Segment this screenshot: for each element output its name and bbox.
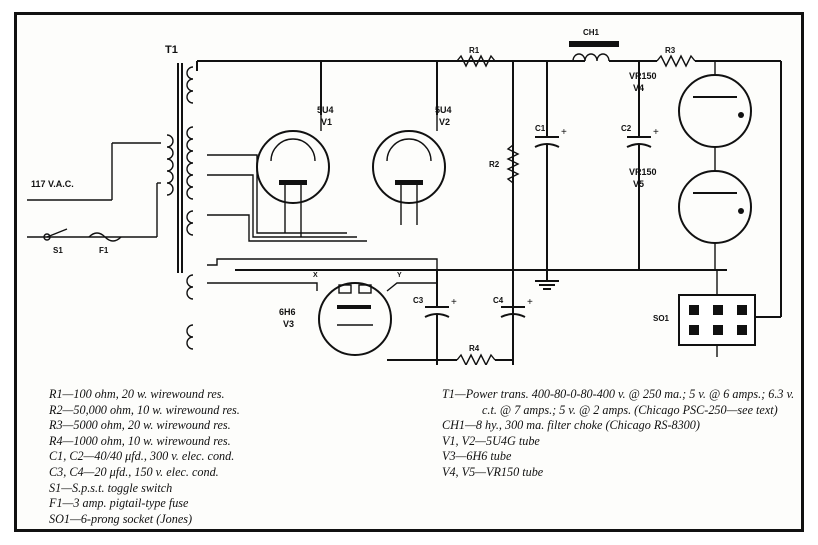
choke-ch1: CH1	[569, 28, 619, 62]
part-so1: SO1—6-prong socket (Jones)	[49, 511, 193, 526]
tube-v4: VR150 V4	[629, 61, 752, 171]
fuse-f1: F1	[88, 232, 122, 255]
svg-text:V1: V1	[321, 117, 332, 127]
svg-text:5U4: 5U4	[317, 105, 334, 115]
svg-text:V2: V2	[439, 117, 450, 127]
part-v1-v2: V1, V2—5U4G tube	[442, 433, 540, 448]
svg-text:C1: C1	[535, 124, 546, 133]
svg-text:C3: C3	[413, 296, 424, 305]
part-r3: R3—5000 ohm, 20 w. wirewound res.	[49, 418, 231, 433]
svg-text:R1: R1	[469, 46, 480, 55]
resistor-r4: R4	[387, 344, 513, 365]
svg-text:VR150: VR150	[629, 167, 657, 177]
part-r2: R2—50,000 ohm, 10 w. wirewound res.	[49, 402, 240, 417]
svg-text:+: +	[527, 297, 533, 308]
transformer-t1: T1	[165, 44, 194, 350]
capacitor-c2: C2 +	[621, 124, 659, 270]
svg-text:6H6: 6H6	[279, 307, 296, 317]
part-v4-v5: V4, V5—VR150 tube	[442, 464, 544, 479]
tube-v2: 5U4 V2	[372, 105, 452, 215]
part-s1: S1—S.p.s.t. toggle switch	[49, 480, 173, 495]
svg-text:V4: V4	[633, 83, 644, 93]
svg-text:Y: Y	[397, 272, 402, 279]
svg-text:+: +	[561, 127, 567, 138]
svg-text:VR150: VR150	[629, 71, 657, 81]
switch-s1: S1	[43, 228, 68, 255]
schematic-frame: T1 117 V.A.C. S1 F1 R1 CH1	[14, 12, 804, 532]
svg-text:V3: V3	[283, 319, 294, 329]
svg-text:5U4: 5U4	[435, 105, 452, 115]
socket-so1: SO1	[653, 270, 756, 357]
svg-text:R2: R2	[489, 160, 500, 169]
part-f1: F1—3 amp. pigtail-type fuse	[49, 496, 189, 511]
ac-input-label: 117 V.A.C.	[31, 179, 74, 189]
part-c3-c4: C3, C4—20 μfd., 150 v. elec. cond.	[49, 464, 219, 479]
tube-v3: 6H6 V3 X Y	[279, 272, 402, 356]
parts-list-left: R1—100 ohm, 20 w. wirewound res. R2—50,0…	[49, 387, 429, 527]
svg-text:V5: V5	[633, 179, 644, 189]
svg-text:R3: R3	[665, 46, 676, 55]
part-r4: R4—1000 ohm, 10 w. wirewound res.	[49, 433, 231, 448]
tube-v5: VR150 V5	[629, 167, 752, 270]
svg-text:F1: F1	[99, 246, 109, 255]
resistor-r1: R1	[456, 46, 496, 68]
parts-list-right: T1—Power trans. 400-80-0-80-400 v. @ 250…	[442, 387, 802, 481]
svg-text:R4: R4	[469, 344, 480, 353]
ground-symbol	[535, 270, 559, 290]
t1-label: T1	[165, 44, 178, 56]
svg-text:C4: C4	[493, 296, 504, 305]
resistor-r2: R2	[489, 144, 520, 184]
svg-text:+: +	[653, 127, 659, 138]
part-ch1: CH1—8 hy., 300 ma. filter choke (Chicago…	[442, 418, 700, 433]
capacitor-c1: C1 +	[534, 124, 567, 270]
part-c1-c2: C1, C2—40/40 μfd., 300 v. elec. cond.	[49, 449, 235, 464]
capacitor-c3: C3 +	[413, 270, 457, 365]
svg-text:SO1: SO1	[653, 314, 670, 323]
schematic-diagram: T1 117 V.A.C. S1 F1 R1 CH1	[27, 28, 782, 365]
svg-text:+: +	[451, 297, 457, 308]
svg-text:S1: S1	[53, 246, 63, 255]
part-t1: T1—Power trans. 400-80-0-80-400 v. @ 250…	[442, 387, 795, 417]
part-v3: V3—6H6 tube	[442, 449, 512, 464]
svg-text:X: X	[313, 272, 318, 279]
part-r1: R1—100 ohm, 20 w. wirewound res.	[49, 387, 225, 401]
resistor-r3: R3	[656, 46, 696, 68]
capacitor-c4: C4 +	[493, 296, 533, 318]
svg-text:CH1: CH1	[583, 28, 600, 37]
tube-v1: 5U4 V1	[256, 105, 334, 215]
svg-text:C2: C2	[621, 124, 632, 133]
